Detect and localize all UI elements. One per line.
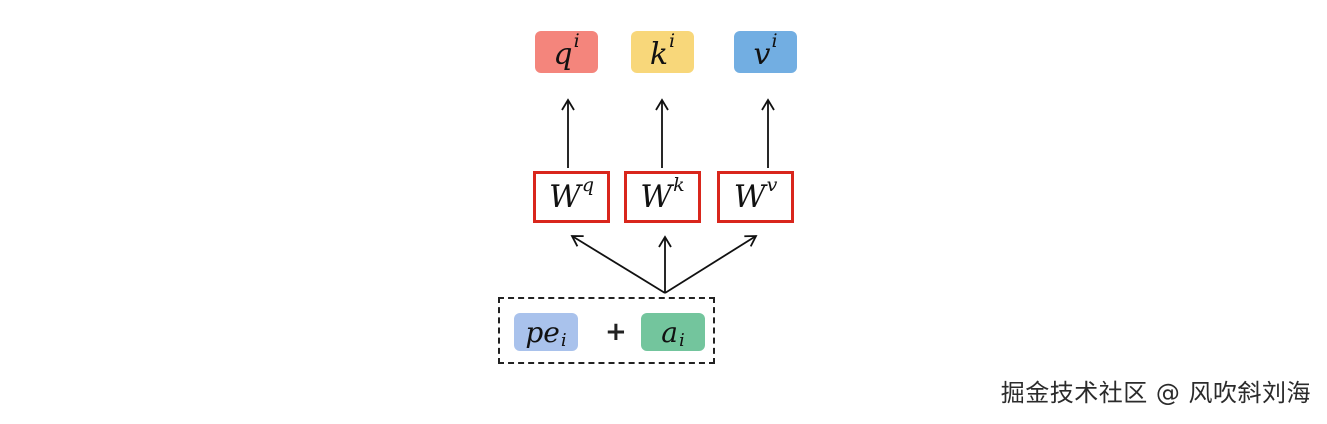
arrow-input-to-wq: [570, 235, 666, 294]
input-embedding-subscript: i: [678, 329, 685, 351]
positional-encoding-subscript: i: [560, 329, 567, 351]
weight-value-superscript: v: [766, 174, 778, 196]
query-symbol: q: [553, 37, 573, 72]
value-superscript: i: [771, 29, 778, 52]
weight-key-superscript: k: [673, 174, 685, 196]
value-symbol: v: [753, 37, 771, 72]
key-symbol: k: [649, 37, 669, 72]
weight-key-symbol: W: [640, 179, 673, 215]
key-superscript: i: [669, 29, 676, 52]
weight-value-symbol: W: [733, 179, 766, 215]
query-superscript: i: [573, 29, 580, 52]
plus-operator: +: [605, 317, 627, 347]
weight-query-superscript: q: [581, 174, 595, 196]
watermark-text: 掘金技术社区 @ 风吹斜刘海: [1000, 379, 1311, 407]
arrow-input-to-wv: [664, 235, 758, 294]
input-embedding-symbol: a: [661, 315, 678, 349]
weight-query-symbol: W: [548, 179, 581, 215]
positional-encoding-symbol: pe: [525, 315, 560, 349]
